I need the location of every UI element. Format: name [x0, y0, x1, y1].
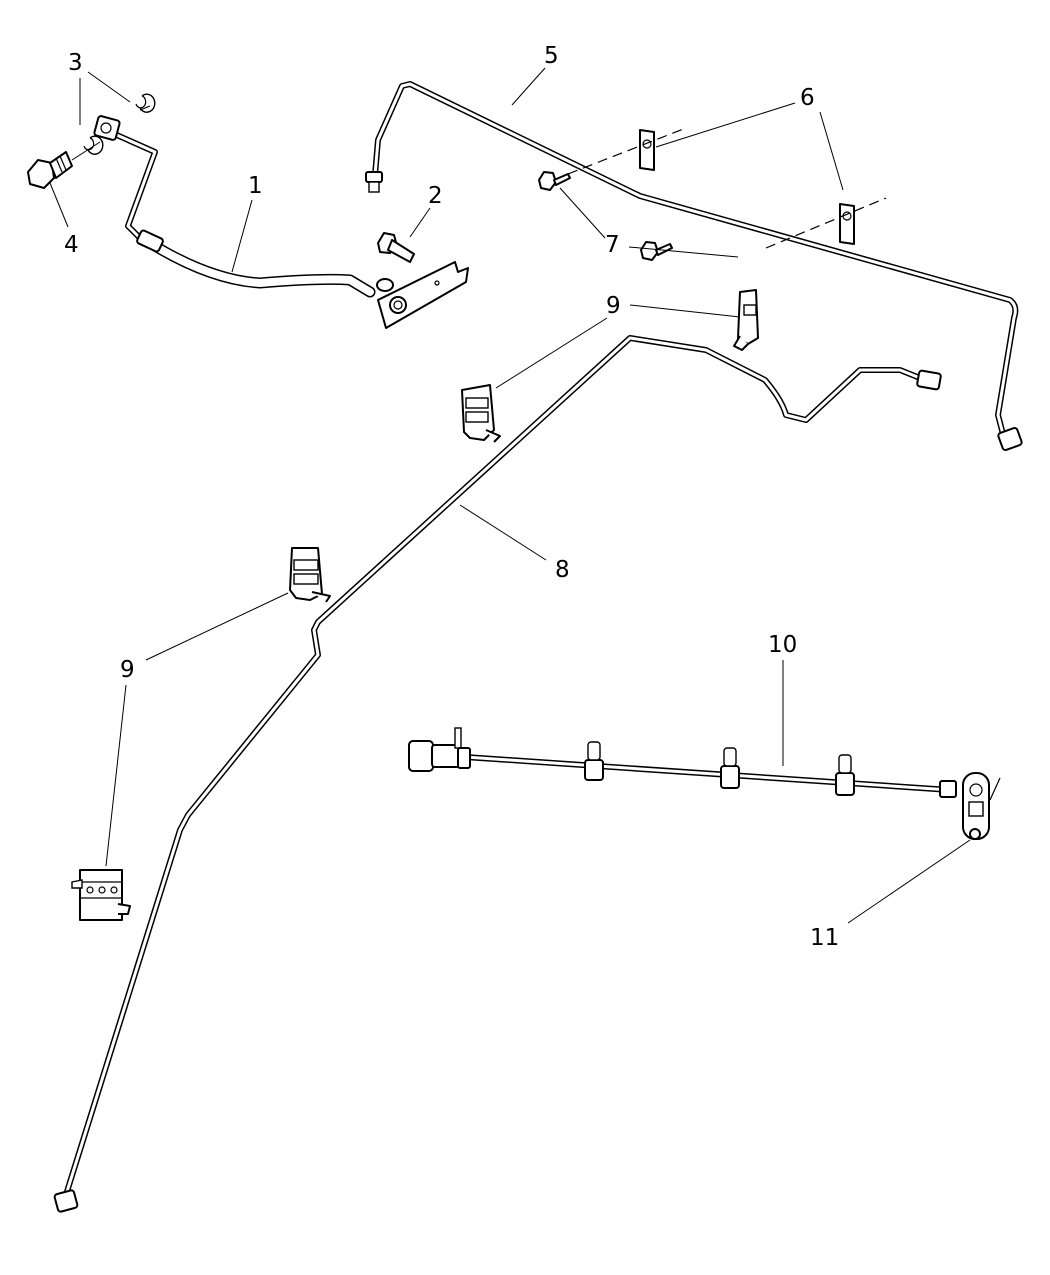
- callout-8: 8: [555, 557, 570, 583]
- callout-6: 6: [800, 85, 815, 111]
- part-6-bracket-b[interactable]: [839, 203, 855, 245]
- callout-9-upper: 9: [606, 293, 621, 319]
- part-7-bolt-a[interactable]: [538, 171, 571, 191]
- callout-3: 3: [68, 50, 83, 76]
- part-11-sensor-mount[interactable]: [962, 772, 1001, 840]
- leader-lines: [49, 67, 971, 924]
- part-1-brake-hose[interactable]: [93, 115, 469, 329]
- part-9-clip-c[interactable]: [289, 547, 331, 603]
- callout-11: 11: [810, 925, 839, 951]
- part-5-crossover-tube[interactable]: [365, 81, 1023, 452]
- callout-5: 5: [544, 43, 559, 69]
- part-8-brake-tube[interactable]: [53, 335, 942, 1213]
- callouts: 3 4 1 2 5 6 7 9 8 9 10 11: [64, 43, 839, 951]
- part-6-bracket-a[interactable]: [639, 129, 655, 171]
- callout-7: 7: [605, 232, 620, 258]
- part-7-bolt-b[interactable]: [640, 241, 673, 261]
- part-4-banjo-bolt[interactable]: [27, 151, 73, 189]
- callout-9-lower: 9: [120, 657, 135, 683]
- part-9-clip-a[interactable]: [733, 289, 759, 351]
- callout-1: 1: [248, 173, 263, 199]
- part-10-sensor-harness[interactable]: [408, 727, 957, 798]
- part-9-clip-d[interactable]: [71, 869, 131, 921]
- callout-2: 2: [428, 183, 443, 209]
- part-2-bolt[interactable]: [377, 232, 415, 263]
- part-3-washers[interactable]: [71, 93, 156, 161]
- part-9-clip-b[interactable]: [461, 384, 501, 443]
- callout-10: 10: [768, 632, 797, 658]
- callout-4: 4: [64, 232, 79, 258]
